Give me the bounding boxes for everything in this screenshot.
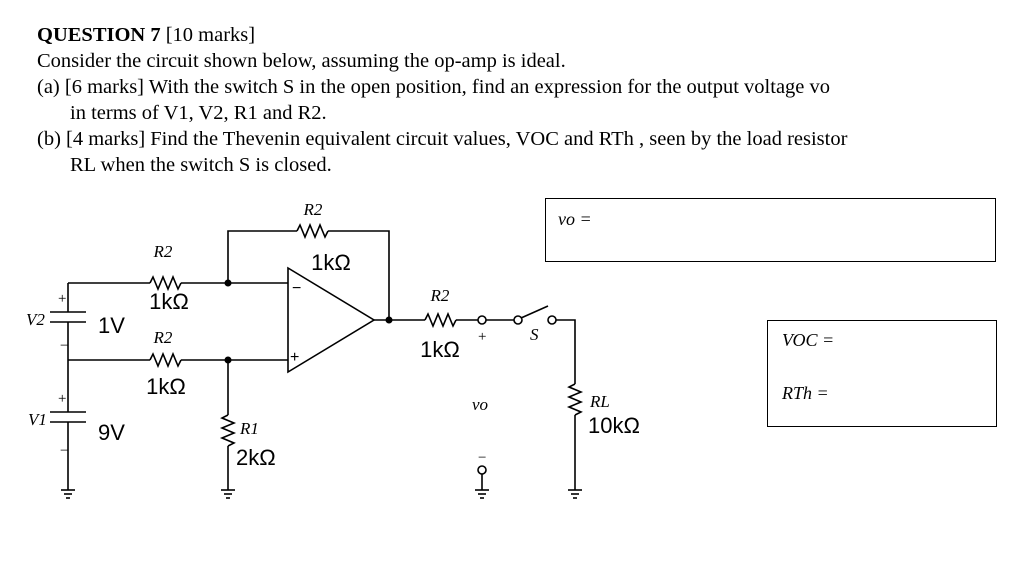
label-r2-in2: R2 (153, 328, 173, 347)
v2-minus-sign: − (60, 338, 68, 354)
question-part-a-cont: in terms of V1, V2, R1 and R2. (70, 102, 327, 124)
v1-minus-sign: − (60, 443, 68, 459)
vo-answer-label: vo = (558, 209, 592, 229)
vo-answer-box[interactable]: vo = (545, 198, 996, 262)
vo-plus-sign: + (478, 329, 486, 345)
vo-minus-sign: − (478, 450, 486, 466)
label-v1: V1 (28, 410, 47, 429)
value-r2-in1: 1kΩ (149, 289, 189, 314)
voc-answer-label: VOC = (782, 330, 835, 350)
label-switch: S (530, 325, 539, 344)
value-r2-feedback: 1kΩ (311, 250, 351, 275)
question-title: QUESTION 7 [10 marks] (37, 24, 256, 46)
rth-answer-label: RTh = (782, 383, 829, 403)
opamp-inverting-input: − (292, 280, 301, 297)
label-vo: vo (472, 395, 488, 414)
value-r2-in2: 1kΩ (146, 374, 186, 399)
value-v2: 1V (98, 313, 125, 338)
label-r1: R1 (239, 419, 259, 438)
v2-plus-sign: + (58, 291, 66, 307)
value-r1: 2kΩ (236, 445, 276, 470)
question-text: QUESTION 7 [10 marks] Consider the circu… (37, 22, 997, 178)
question-intro: Consider the circuit shown below, assumi… (37, 50, 566, 72)
value-rl: 10kΩ (588, 413, 640, 438)
question-part-b-cont: RL when the switch S is closed. (70, 154, 332, 176)
value-v1: 9V (98, 420, 125, 445)
v1-plus-sign: + (58, 391, 66, 407)
question-part-a: (a) [6 marks] With the switch S in the o… (37, 76, 831, 98)
label-v2: V2 (26, 310, 45, 329)
opamp-noninverting-input: + (290, 349, 299, 366)
label-r2-out: R2 (430, 286, 450, 305)
value-r2-out: 1kΩ (420, 337, 460, 362)
question-part-b: (b) [4 marks] Find the Thevenin equivale… (37, 128, 848, 150)
label-rl: RL (589, 392, 610, 411)
label-r2-feedback: R2 (303, 200, 323, 219)
thevenin-answer-box[interactable]: VOC = RTh = (767, 320, 997, 427)
label-r2-in1: R2 (153, 242, 173, 261)
